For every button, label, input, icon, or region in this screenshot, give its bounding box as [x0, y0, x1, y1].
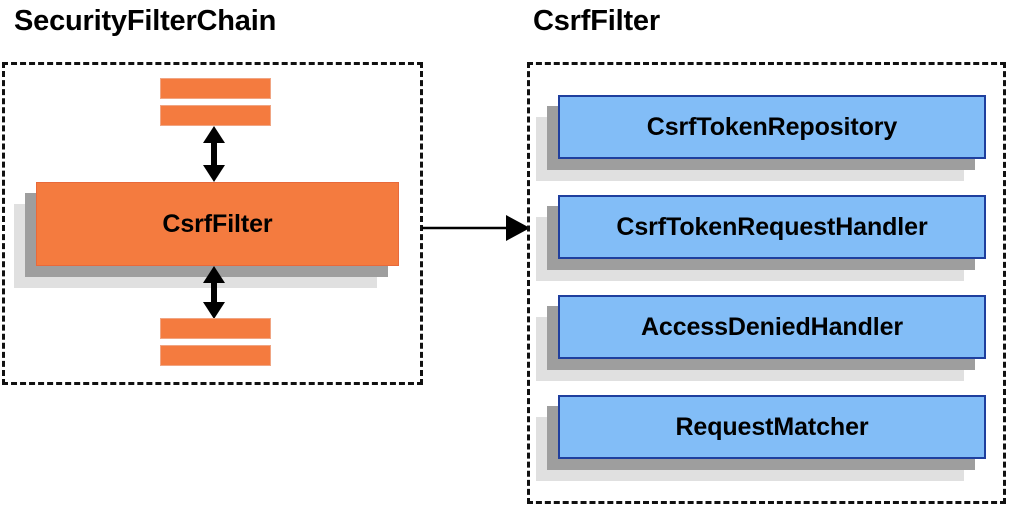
csrf-filter-face: CsrfFilter	[36, 182, 399, 266]
collaborator-face: RequestMatcher	[558, 395, 986, 459]
collaborator-face: CsrfTokenRequestHandler	[558, 195, 986, 259]
right-panel-title: CsrfFilter	[533, 5, 660, 37]
collaborator-box: RequestMatcher	[536, 395, 986, 481]
left-panel-title: SecurityFilterChain	[14, 5, 277, 37]
filter-slab-top-1	[160, 78, 271, 99]
double-arrow-bottom-icon	[201, 266, 227, 319]
filter-slab-top-2	[160, 105, 271, 126]
collaborator-label: CsrfTokenRequestHandler	[616, 212, 928, 241]
filter-slab-bottom-1	[160, 318, 271, 339]
collaborator-label: CsrfTokenRepository	[646, 112, 898, 141]
csrf-filter-block: CsrfFilter	[14, 182, 399, 288]
collaborator-label: AccessDeniedHandler	[640, 312, 904, 341]
csrf-filter-label: CsrfFilter	[162, 209, 273, 238]
collaborator-box: CsrfTokenRepository	[536, 95, 986, 181]
security-filter-chain-panel	[2, 62, 423, 385]
collaborator-box: AccessDeniedHandler	[536, 295, 986, 381]
connector-arrow-icon	[420, 214, 530, 242]
csrf-filter-panel	[527, 62, 1006, 504]
collaborator-face: AccessDeniedHandler	[558, 295, 986, 359]
collaborator-box: CsrfTokenRequestHandler	[536, 195, 986, 281]
filter-slab-bottom-2	[160, 345, 271, 366]
double-arrow-top-icon	[201, 126, 227, 182]
collaborator-face: CsrfTokenRepository	[558, 95, 986, 159]
collaborator-label: RequestMatcher	[675, 412, 869, 441]
